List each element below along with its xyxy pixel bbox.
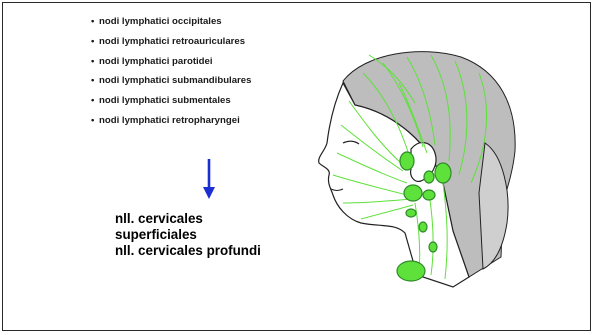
result-line: nll. cervicales	[115, 211, 261, 227]
list-item: •nodi lymphatici submandibulares	[91, 73, 251, 93]
arrow-head	[203, 187, 215, 199]
lymph-node-list: •nodi lymphatici occipitales •nodi lymph…	[91, 14, 251, 133]
result-line: superficiales	[115, 227, 261, 243]
down-arrow-icon	[201, 159, 217, 201]
bullet: •	[91, 14, 99, 30]
cervical-nodes-result: nll. cervicales superficiales nll. cervi…	[115, 211, 261, 260]
list-item: •nodi lymphatici retroauriculares	[91, 34, 251, 54]
list-item: •nodi lymphatici occipitales	[91, 14, 251, 34]
list-item-label: nodi lymphatici submandibulares	[99, 75, 251, 86]
bullet: •	[91, 73, 99, 89]
list-item: •nodi lymphatici submentales	[91, 93, 251, 113]
bullet: •	[91, 54, 99, 70]
list-item-label: nodi lymphatici submentales	[99, 95, 231, 106]
list-item-label: nodi lymphatici occipitales	[99, 16, 222, 27]
list-item: •nodi lymphatici parotidei	[91, 54, 251, 74]
list-item-label: nodi lymphatici parotidei	[99, 56, 213, 67]
bullet: •	[91, 93, 99, 109]
list-item-label: nodi lymphatici retroauriculares	[99, 36, 245, 47]
bullet: •	[91, 34, 99, 50]
result-line: nll. cervicales profundi	[115, 243, 261, 259]
bullet: •	[91, 113, 99, 129]
lymphatic-drainage-illustration	[303, 43, 533, 293]
list-item-label: nodi lymphatici retropharyngei	[99, 115, 240, 126]
list-item: •nodi lymphatici retropharyngei	[91, 113, 251, 133]
slide-frame: •nodi lymphatici occipitales •nodi lymph…	[2, 2, 591, 331]
